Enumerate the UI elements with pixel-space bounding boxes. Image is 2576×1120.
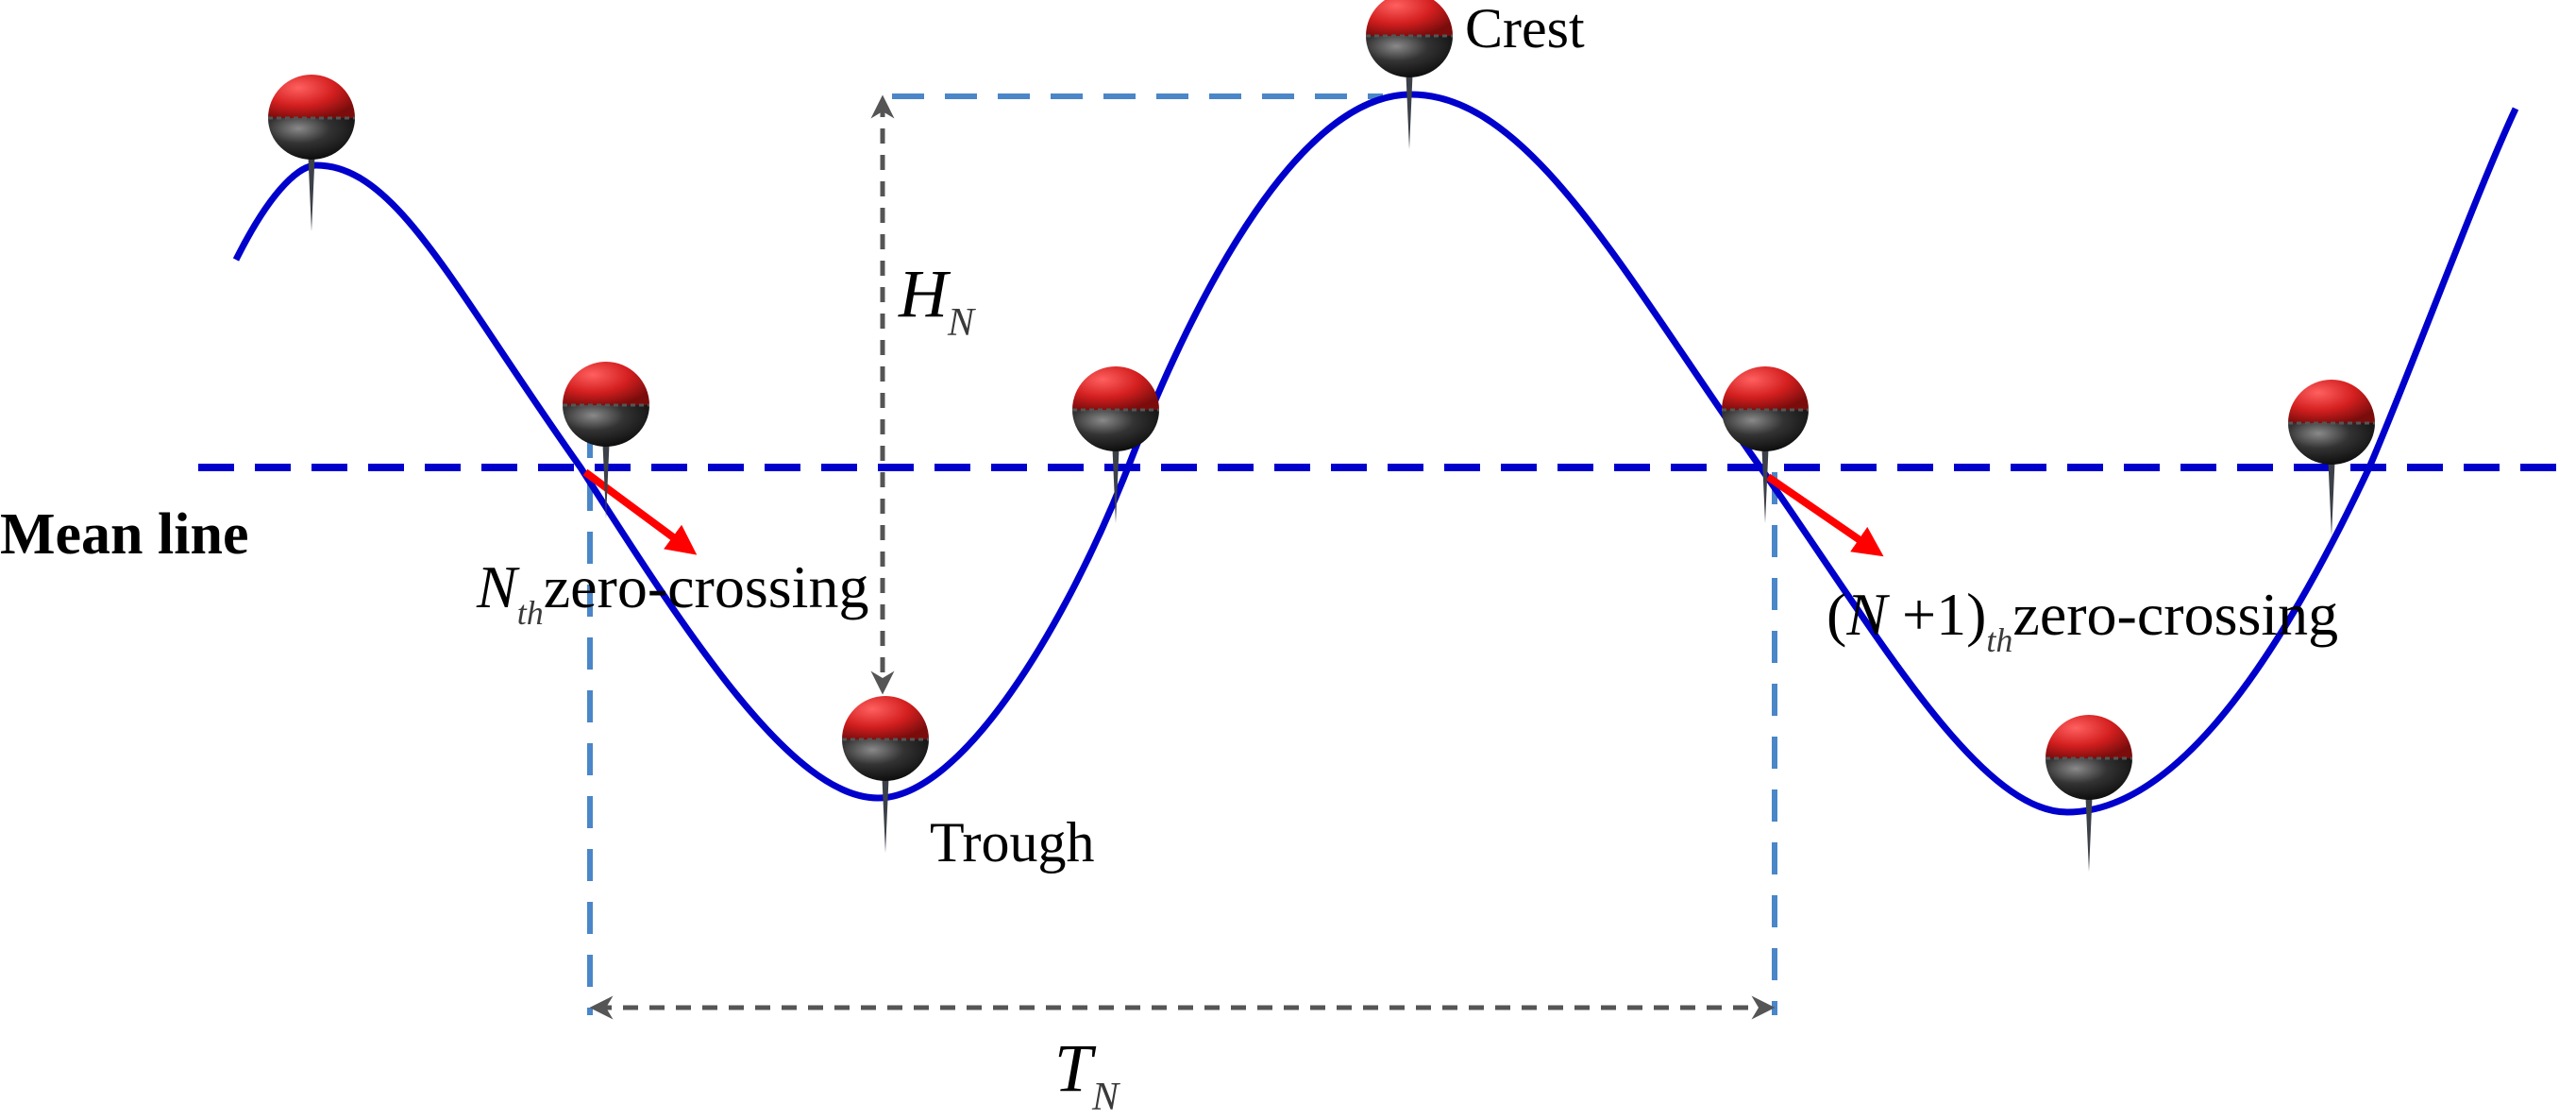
wave-curve xyxy=(232,91,2519,816)
buoy-icon xyxy=(2044,713,2134,874)
n1th-zero-crossing-label: (N +1)thzero-crossing xyxy=(1827,581,2338,659)
buoy-icon xyxy=(266,73,357,233)
trough-label: Trough xyxy=(930,811,1095,874)
buoy-icon xyxy=(561,360,651,520)
period-label: TN xyxy=(1054,1030,1120,1119)
buoy-icon xyxy=(1364,0,1455,151)
buoy-icon xyxy=(2286,378,2377,538)
n1th-direction-arrow xyxy=(1765,473,1884,557)
buoy-icon xyxy=(1070,365,1161,525)
nth-zero-crossing-label: Nthzero-crossing xyxy=(476,553,868,632)
crest-label: Crest xyxy=(1465,0,1585,59)
height-label: HN xyxy=(898,256,976,345)
buoy-icon xyxy=(840,694,931,855)
nth-direction-arrow xyxy=(582,468,698,555)
mean-line-label: Mean line xyxy=(0,502,248,567)
